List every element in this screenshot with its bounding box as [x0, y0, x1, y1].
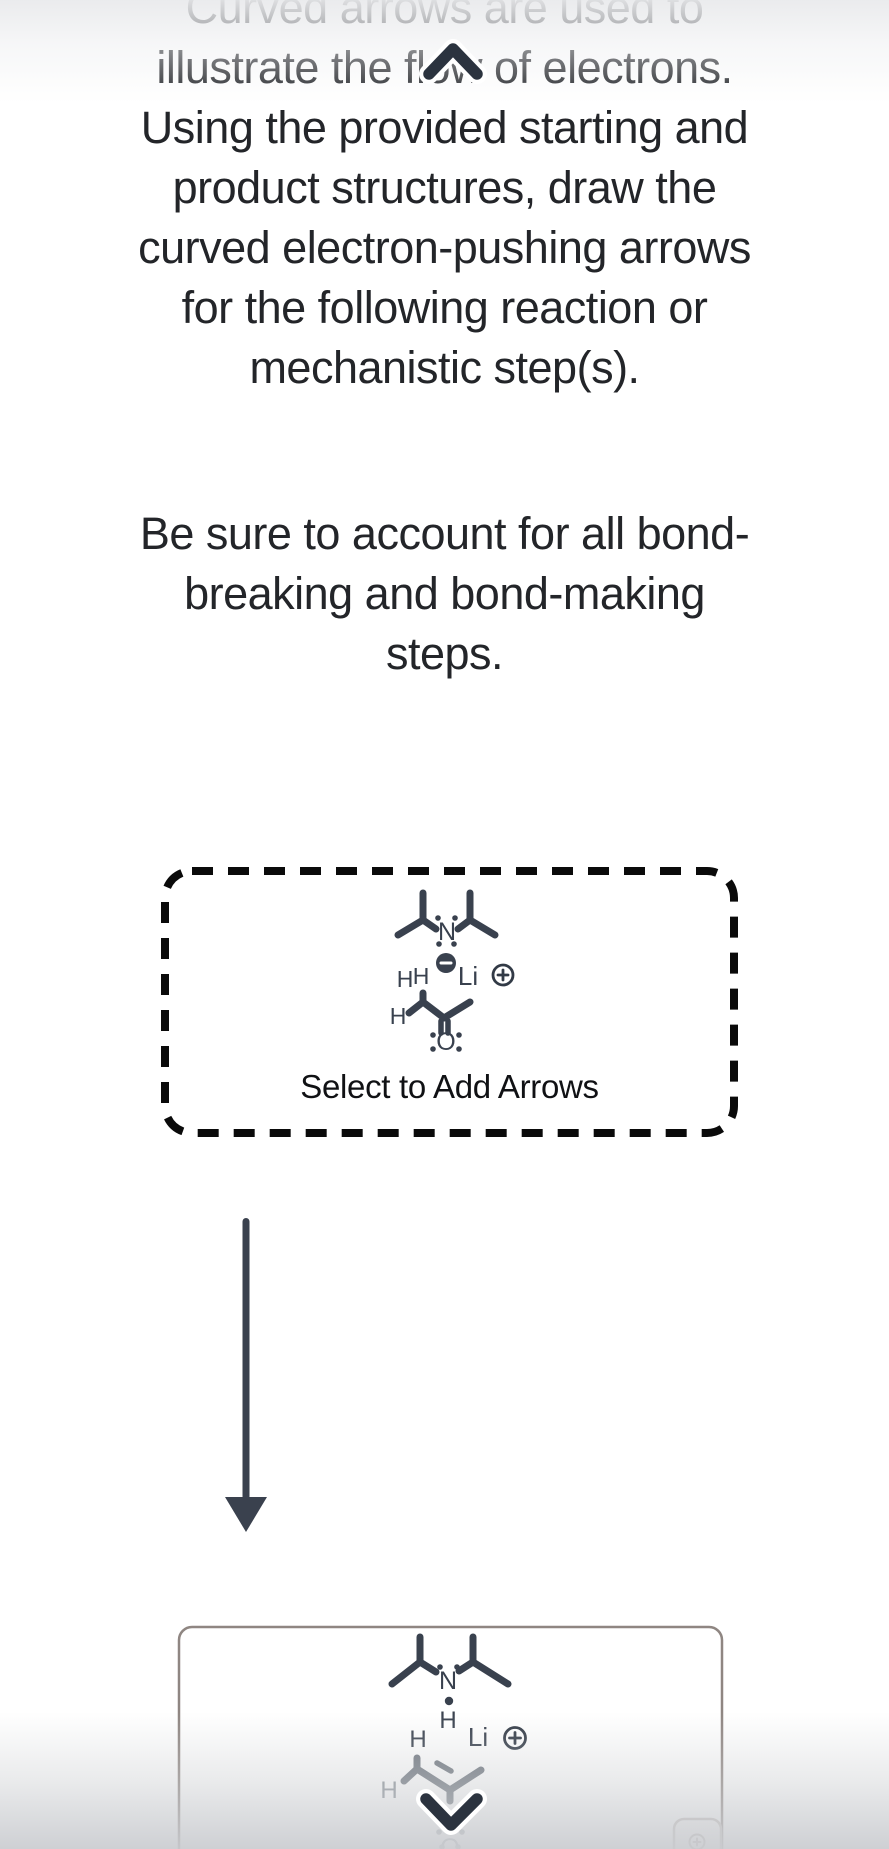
- lone-pair-dot: [437, 1664, 443, 1670]
- note-text: Be sure to account for all bond- breakin…: [0, 504, 889, 684]
- bond: [388, 1658, 424, 1688]
- note-line: Be sure to account for all bond-: [139, 508, 750, 559]
- lone-pair-dot: [456, 1032, 462, 1038]
- lone-pair-dot: [452, 915, 458, 921]
- note-line: steps.: [385, 628, 504, 679]
- plus-charge-icon: [491, 963, 515, 987]
- bond: [440, 998, 474, 1022]
- instruction-line: mechanistic step(s).: [249, 342, 640, 393]
- lone-pair-dot: [451, 941, 457, 947]
- hydrogen-label: H: [413, 963, 430, 989]
- bond: [455, 1658, 477, 1675]
- bond: [454, 916, 474, 933]
- lone-pair-dot: [436, 941, 442, 947]
- select-arrows-hint[interactable]: Select to Add Arrows: [300, 1068, 599, 1105]
- hydrogen-label: H: [397, 966, 414, 992]
- scroll-down-chevron-icon[interactable]: [416, 1789, 487, 1835]
- oxygen-lone-pairs: [430, 1032, 462, 1052]
- hydrogen-label: H: [390, 1003, 407, 1029]
- nitrogen-label: N: [439, 1667, 457, 1695]
- bond: [466, 916, 499, 939]
- lithium-label: Li: [458, 961, 478, 991]
- lone-pair-dot: [430, 1032, 436, 1038]
- lda-lone-pairs: [435, 915, 458, 947]
- note-line: breaking and bond-making: [184, 568, 705, 619]
- ketone-structure: [405, 989, 474, 1036]
- instruction-line: for the following reaction or: [181, 282, 708, 333]
- bond: [419, 998, 448, 1022]
- select-arrows-box[interactable]: [161, 867, 738, 1137]
- reaction-down-arrow: [225, 1218, 267, 1532]
- bond: [416, 1658, 440, 1676]
- lda-structure: [394, 889, 499, 939]
- bond: [419, 916, 440, 933]
- lone-pair-dot: [454, 1664, 460, 1670]
- lone-pair-dot: [444, 1696, 454, 1706]
- lone-pair-dot: [430, 1046, 436, 1052]
- amine-structure: [388, 1633, 512, 1688]
- amine-lone-pairs: [437, 1664, 460, 1706]
- lone-pair-dot: [435, 915, 441, 921]
- lone-pair-dot: [456, 1046, 462, 1052]
- bond: [394, 916, 427, 939]
- bond: [469, 1658, 512, 1688]
- instruction-line: curved electron-pushing arrows: [138, 222, 751, 273]
- minus-charge-icon: [436, 953, 456, 973]
- oxygen-label: O: [436, 1028, 455, 1056]
- instruction-line: product structures, draw the: [172, 162, 717, 213]
- scroll-up-chevron-icon[interactable]: [419, 39, 487, 84]
- nitrogen-label: N: [438, 918, 456, 946]
